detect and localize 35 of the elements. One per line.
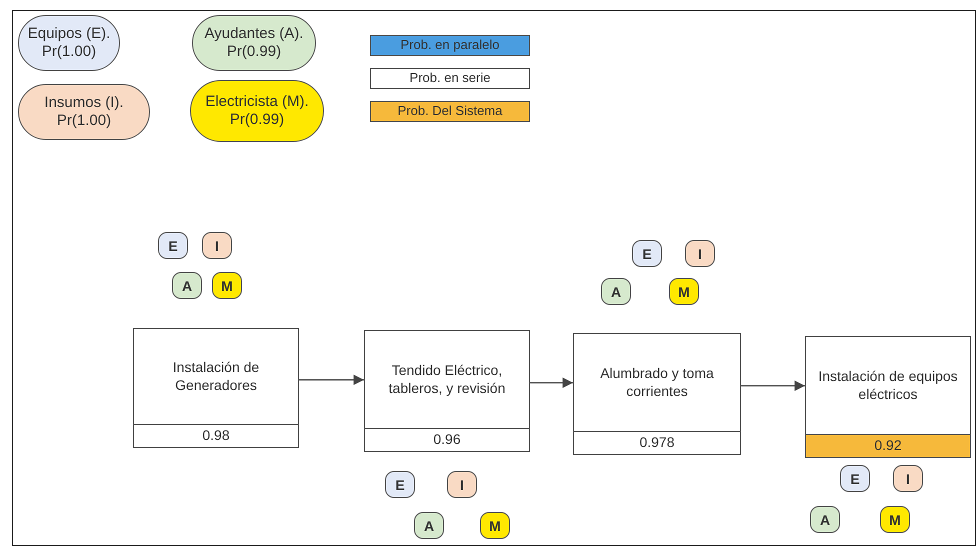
process-box <box>573 333 741 455</box>
resource-badge: A <box>601 278 631 305</box>
resource-badge: I <box>893 465 923 492</box>
process-label: Instalación de Generadores <box>172 358 260 395</box>
process-label: Alumbrado y toma corrientes <box>599 364 715 401</box>
resource-badge: M <box>880 506 910 533</box>
process-box <box>805 336 971 458</box>
probability-value: 0.92 <box>806 434 970 457</box>
legend-swatch: Prob. en paralelo <box>370 35 530 56</box>
resource-pill: Electricista (M). Pr(0.99) <box>190 80 324 142</box>
resource-pill: Insumos (I). Pr(1.00) <box>18 84 150 140</box>
resource-badge: E <box>158 232 188 259</box>
resource-badge: I <box>685 240 715 267</box>
legend-swatch: Prob. en serie <box>370 68 530 89</box>
resource-badge: M <box>669 278 699 305</box>
resource-badge: E <box>632 240 662 267</box>
resource-badge: I <box>202 232 232 259</box>
resource-pill: Equipos (E). Pr(1.00) <box>18 15 120 71</box>
arrow <box>299 374 364 386</box>
resource-badge: E <box>385 471 415 498</box>
resource-badge: A <box>414 512 444 539</box>
resource-badge: I <box>447 471 477 498</box>
process-box <box>364 330 530 452</box>
arrow <box>741 380 805 391</box>
arrow <box>530 378 573 388</box>
resource-badge: A <box>810 506 840 533</box>
resource-pill: Ayudantes (A). Pr(0.99) <box>192 15 316 71</box>
resource-badge: M <box>480 512 510 539</box>
legend-swatch: Prob. Del Sistema <box>370 101 530 122</box>
resource-badge: A <box>172 272 202 299</box>
resource-badge: M <box>212 272 242 299</box>
process-box <box>133 328 299 448</box>
resource-badge: E <box>840 465 870 492</box>
process-label: Tendido Eléctrico, tableros, y revisión <box>388 361 506 398</box>
process-label: Instalación de equipos eléctricos <box>817 367 959 404</box>
